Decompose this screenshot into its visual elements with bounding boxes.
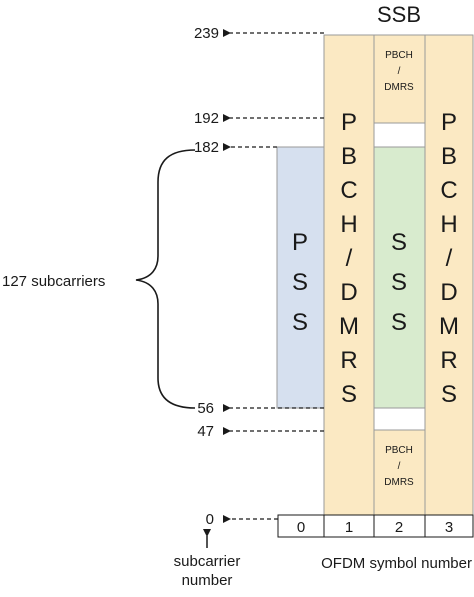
tick-label: 56 — [197, 400, 214, 417]
gap-lower — [373, 407, 426, 431]
pbch-letter: R — [340, 347, 357, 374]
subcarrier-axis-label-line2: number — [182, 572, 233, 589]
pbch-letter: S — [441, 381, 457, 408]
pbch-letter: R — [440, 347, 457, 374]
tick-label: 182 — [194, 139, 219, 156]
small-label-line: / — [398, 461, 401, 472]
brace-label: 127 subcarriers — [2, 273, 105, 290]
pbch-block-lower — [373, 429, 426, 516]
gap-upper — [373, 122, 426, 148]
pbch-letter: / — [346, 245, 353, 272]
ofdm-axis-label: OFDM symbol number — [321, 555, 472, 572]
tick-label: 192 — [194, 110, 219, 127]
subcarrier-axis-label-line1: subcarrier — [174, 553, 241, 570]
sss-letter: S — [391, 309, 407, 336]
pbch-letter: / — [446, 245, 453, 272]
pbch-letter: M — [339, 313, 359, 340]
pbch-letter: D — [340, 279, 357, 306]
pbch-block-upper — [373, 34, 426, 124]
symbol-cell-3 — [424, 514, 474, 538]
small-label-line: DMRS — [384, 477, 414, 488]
pbch-letter: P — [341, 109, 357, 136]
symbol-number: 3 — [445, 519, 453, 536]
pss-letter: S — [292, 269, 308, 296]
pbch-letter: P — [441, 109, 457, 136]
pbch-letter: C — [440, 177, 457, 204]
pbch-letter: M — [439, 313, 459, 340]
pbch-small-label-lower: PBCH / DMRS — [384, 445, 414, 488]
subcarrier-tick-labels: 239 192 182 56 47 0 — [194, 25, 219, 528]
symbol-number-row: 0 1 2 3 — [277, 514, 474, 538]
small-label-line: DMRS — [384, 82, 414, 93]
sss-label: S S S — [391, 229, 407, 336]
small-label-line: PBCH — [385, 445, 413, 456]
pss-letter: P — [292, 229, 308, 256]
pbch-letter: S — [341, 381, 357, 408]
symbol-number: 1 — [345, 519, 353, 536]
ssb-title: SSB — [377, 2, 421, 27]
symbol-number: 2 — [395, 519, 403, 536]
pss-label: P S S — [292, 229, 308, 336]
pss-block — [276, 146, 325, 409]
tick-label: 239 — [194, 25, 219, 42]
pbch-small-label-upper: PBCH / DMRS — [384, 50, 414, 93]
pbch-letter: H — [440, 211, 457, 238]
tick-label: 0 — [206, 511, 214, 528]
small-label-line: / — [398, 66, 401, 77]
sss-letter: S — [391, 229, 407, 256]
pbch-column-3 — [424, 34, 474, 516]
pbch-label-col1: P B C H / D M R S — [339, 109, 359, 408]
sss-letter: S — [391, 269, 407, 296]
subcarrier-arrows — [223, 29, 324, 523]
symbol-number: 0 — [297, 519, 305, 536]
tick-label: 47 — [197, 423, 214, 440]
pss-letter: S — [292, 309, 308, 336]
pbch-letter: B — [341, 143, 357, 170]
pbch-letter: D — [440, 279, 457, 306]
small-label-line: PBCH — [385, 50, 413, 61]
pbch-letter: H — [340, 211, 357, 238]
pbch-letter: C — [340, 177, 357, 204]
pbch-column-1 — [323, 34, 375, 516]
pbch-letter: B — [441, 143, 457, 170]
sss-block — [373, 146, 426, 409]
curly-brace — [135, 149, 196, 409]
pbch-label-col3: P B C H / D M R S — [439, 109, 459, 408]
